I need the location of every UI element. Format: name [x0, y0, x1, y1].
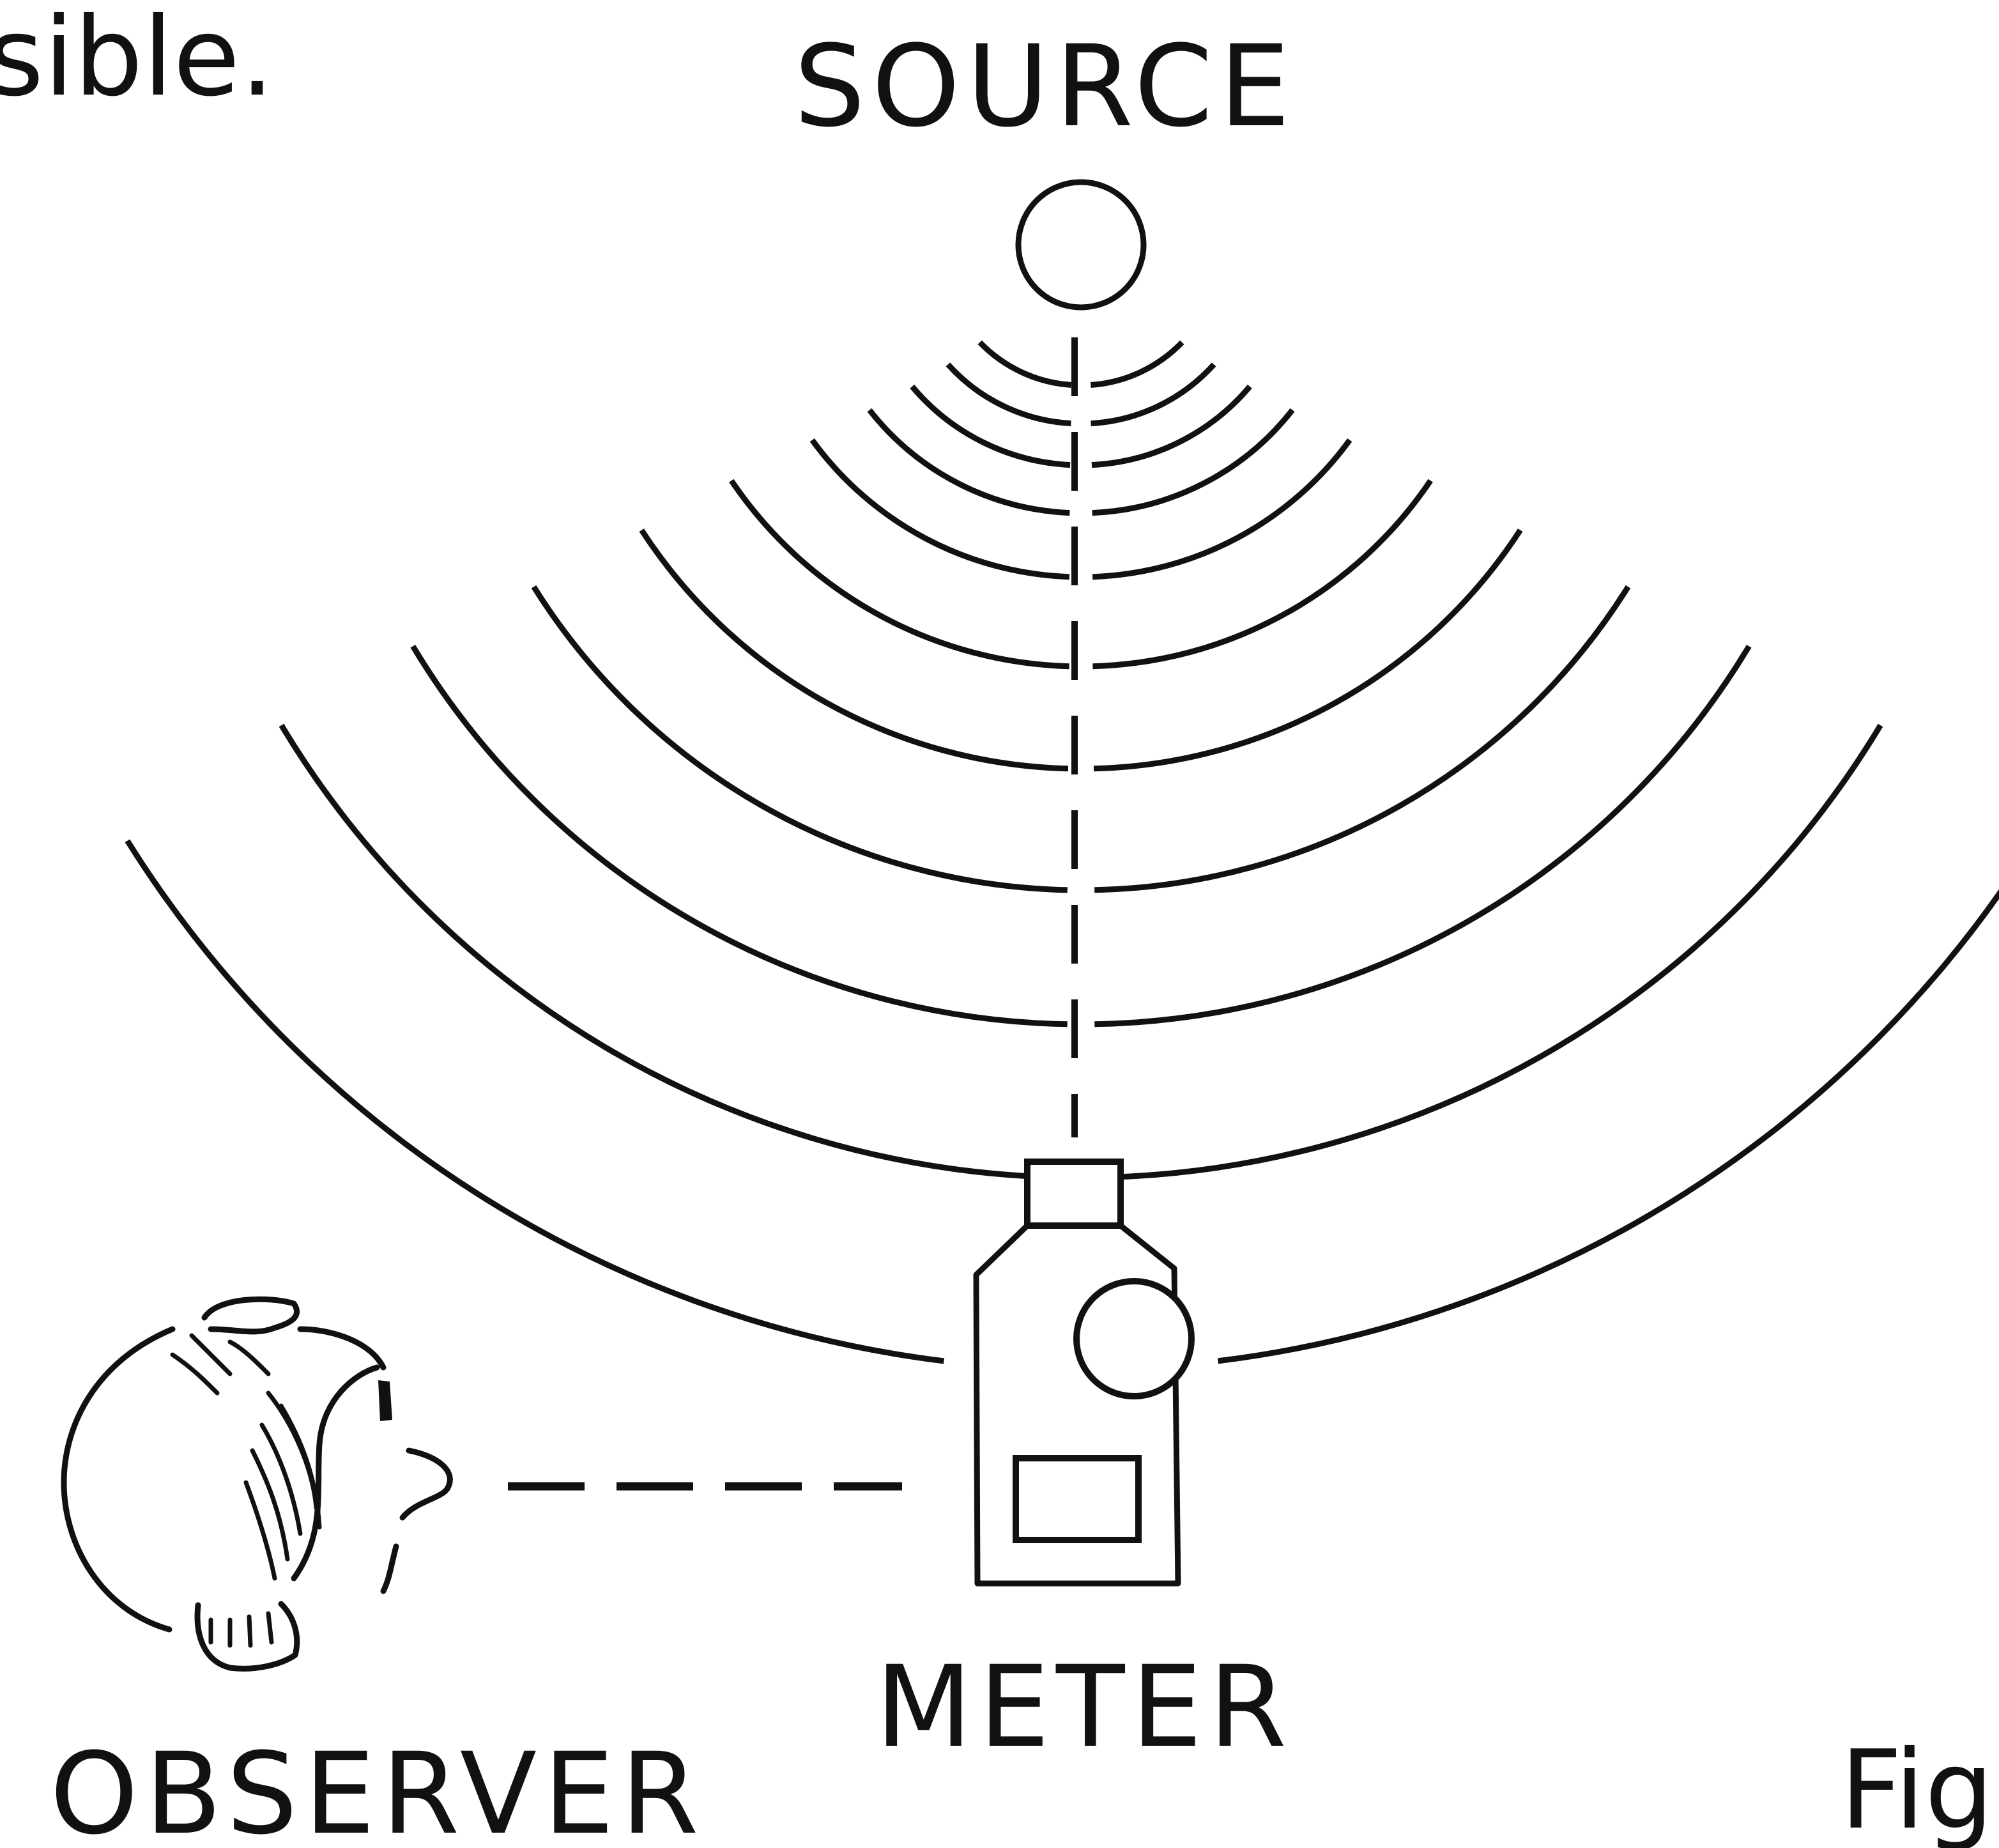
sound-wave-arc-right — [1090, 340, 1184, 388]
sound-wave-arc-right — [1092, 479, 1433, 670]
sound-wave-arc-left — [279, 723, 1039, 1180]
sound-wave-arc-left — [809, 438, 1070, 580]
sound-wave-arc-left — [531, 585, 1068, 893]
observer-face-brow — [297, 1326, 387, 1371]
sound-wave-arc-left — [410, 644, 1068, 1028]
sound-source-circle — [1015, 179, 1147, 311]
meter-label: METER — [875, 1642, 1293, 1773]
sound-wave-arc-right — [1092, 438, 1352, 580]
sound-wave-arc-right — [1093, 528, 1523, 772]
observer-chin — [380, 1543, 399, 1594]
observer-hair-strokes — [170, 1333, 322, 1648]
sound-level-meter — [973, 1159, 1195, 1587]
observer-hair-top — [201, 1296, 300, 1335]
observer-beard — [194, 1601, 300, 1672]
sound-wave-arc-right — [1092, 408, 1295, 516]
observer-nose — [399, 1447, 453, 1521]
sound-wave-arc-left — [125, 839, 945, 1364]
source-label: SOURCE — [794, 21, 1297, 152]
sound-wave-arc-left — [977, 340, 1072, 388]
sound-wave-arc-left — [729, 479, 1069, 670]
observer-label: OBSERVER — [50, 1729, 705, 1848]
sound-wave-arc-left — [867, 408, 1070, 516]
sound-wave-arc-left — [639, 528, 1069, 772]
sound-wave-arc-right — [1217, 889, 1999, 1364]
text-fragment-top: sible. — [0, 0, 275, 121]
sound-wave-arc-right — [1094, 644, 1752, 1028]
meter-display-window — [1013, 1455, 1142, 1543]
sound-waves — [125, 340, 1999, 1364]
sound-wave-arc-right — [1091, 362, 1216, 427]
text-fragment-bottom: Fig — [1840, 1727, 1994, 1848]
meter-body — [973, 1222, 1181, 1587]
meter-dial-knob — [1073, 1278, 1195, 1399]
observer-eye — [378, 1380, 392, 1421]
sound-wave-arc-right — [1122, 723, 1883, 1180]
observer-ear — [291, 1364, 380, 1582]
meter-microphone-cap — [1024, 1159, 1124, 1229]
sound-wave-arc-left — [910, 384, 1071, 468]
observer-head-outline — [61, 1326, 176, 1633]
sound-wave-arc-left — [946, 362, 1071, 427]
observer-head — [61, 1296, 453, 1672]
sound-wave-arc-right — [1094, 585, 1631, 893]
sound-wave-arc-right — [1091, 384, 1252, 468]
